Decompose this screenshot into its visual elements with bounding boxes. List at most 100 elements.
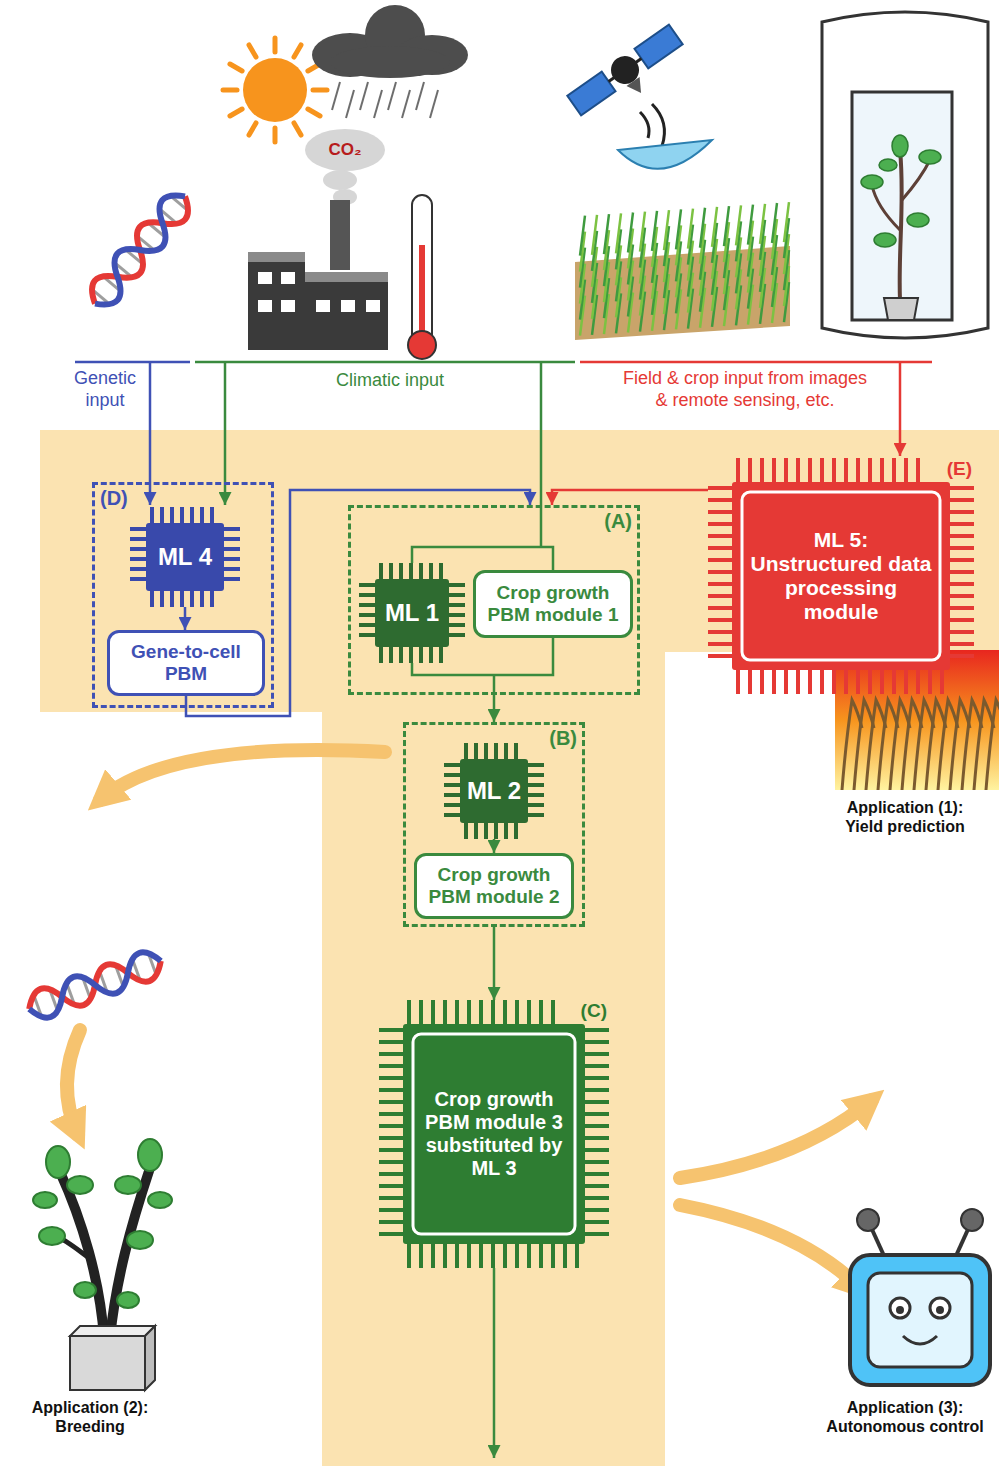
sun-icon	[223, 38, 327, 142]
pbm-box: Crop growth PBM module 2	[414, 853, 574, 919]
chip-pin	[880, 458, 884, 482]
chip-pin	[504, 823, 508, 839]
chip-pin	[379, 1112, 403, 1116]
chip-pin	[585, 1148, 609, 1152]
chip-pin	[585, 1160, 609, 1164]
chip-pin	[190, 507, 194, 523]
chip-pin	[399, 647, 403, 663]
chip-pin	[585, 1124, 609, 1128]
chip-pin	[760, 670, 764, 694]
field-crop	[580, 216, 585, 256]
plant-icon	[33, 1139, 172, 1390]
chip-pin	[359, 613, 375, 617]
plant-icon	[70, 1336, 145, 1390]
rain	[346, 90, 354, 118]
field-crop	[748, 205, 753, 245]
chip-pin	[708, 570, 732, 574]
chip-pin	[449, 593, 465, 597]
plant-icon	[46, 1146, 70, 1178]
plant-icon	[110, 1168, 150, 1338]
chip-pin	[916, 670, 920, 694]
module-ground	[40, 430, 999, 1466]
field-crop	[640, 212, 645, 252]
chip-pin	[892, 670, 896, 694]
chip-pin	[190, 591, 194, 607]
field-crop	[664, 210, 669, 250]
signal-waves	[652, 104, 664, 146]
chip-pin	[950, 522, 974, 526]
growth-chamber-icon	[874, 233, 896, 247]
chip-pin	[528, 803, 544, 807]
growth-chamber-icon	[919, 150, 941, 164]
smoke	[323, 170, 357, 190]
chip-pin	[443, 1000, 447, 1024]
chip-pin	[180, 591, 184, 607]
ml-chip: (C)Crop growth PBM module 3 substituted …	[379, 1000, 609, 1268]
module-group: (A)ML 1Crop growth PBM module 1	[348, 505, 640, 695]
chip-pin	[379, 1028, 403, 1032]
robot-icon	[930, 1298, 950, 1318]
chip-pin	[820, 670, 824, 694]
field-crop	[580, 202, 789, 335]
robot-icon	[890, 1298, 910, 1318]
dna-icon	[84, 187, 197, 314]
chip-pin	[467, 1244, 471, 1268]
chip-pin	[784, 458, 788, 482]
sun-icon	[273, 38, 278, 52]
chip-pin	[224, 567, 240, 571]
chip-pin	[455, 1000, 459, 1024]
application-arrows	[67, 750, 872, 1290]
ml-chip: ML 2	[444, 743, 544, 839]
module-group: (B)ML 2Crop growth PBM module 2	[403, 722, 585, 927]
chip-pin	[431, 1244, 435, 1268]
rain	[332, 82, 340, 110]
smoke	[305, 129, 385, 205]
connector	[493, 839, 496, 853]
chip-pin	[379, 1232, 403, 1236]
chip-inner-frame	[413, 1034, 575, 1234]
robot-icon	[936, 1306, 944, 1314]
chip-body	[146, 523, 224, 591]
field-crop	[784, 202, 789, 242]
chip-pin	[515, 1000, 519, 1024]
chip-body	[460, 759, 528, 823]
satellite-icon	[626, 77, 647, 98]
factory-icon	[258, 300, 272, 312]
chip-pin	[419, 1244, 423, 1268]
ml-chip: ML 4	[130, 507, 240, 607]
chip-pin	[160, 507, 164, 523]
field-crop	[760, 204, 765, 244]
chip-pin	[950, 654, 974, 658]
sun-icon	[308, 109, 320, 116]
field-crop	[652, 211, 657, 251]
chip-pin	[796, 458, 800, 482]
application-arrows	[680, 1100, 872, 1178]
chip-pin	[748, 670, 752, 694]
chip-pin	[760, 458, 764, 482]
rain	[416, 82, 424, 110]
chip-body	[732, 482, 950, 670]
heat-sky	[835, 650, 999, 790]
chip-pin	[419, 647, 423, 663]
chip-pin	[484, 823, 488, 839]
chip-pin	[479, 1000, 483, 1024]
chip-pin	[200, 507, 204, 523]
application-arrows	[100, 750, 385, 800]
chip-pin	[429, 563, 433, 579]
plant-icon	[127, 1231, 153, 1249]
application-label: Application (2): Breeding	[15, 1398, 165, 1436]
factory-icon	[281, 300, 295, 312]
robot-icon	[857, 1209, 879, 1231]
ml-chip: ML 1	[359, 563, 465, 663]
factory-icon	[248, 252, 388, 350]
chip-pin	[772, 458, 776, 482]
dna-icon	[84, 187, 197, 314]
chip-pin	[515, 1244, 519, 1268]
chip-pin	[379, 1220, 403, 1224]
factory-icon	[330, 200, 350, 270]
ml-text: ML 1	[378, 599, 446, 627]
growth-chamber-icon	[892, 135, 908, 157]
chip-pin	[449, 603, 465, 607]
chip-pin	[708, 558, 732, 562]
